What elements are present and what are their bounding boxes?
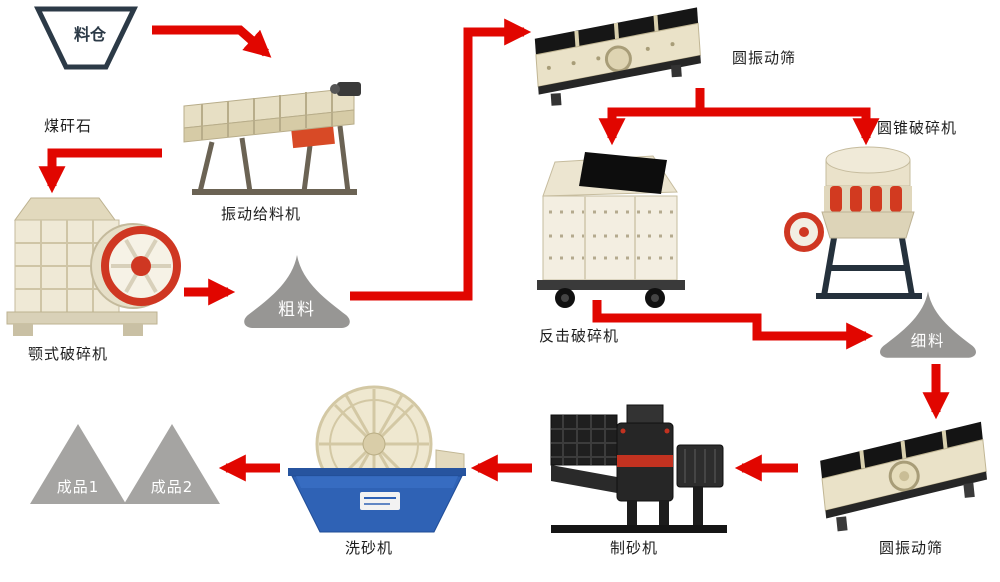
vibrating-screen-bottom-label: 圆振动筛 (879, 539, 944, 557)
impact-crusher-label: 反击破碎机 (539, 327, 620, 345)
product-1-pile-icon: 成品1 (30, 424, 126, 504)
fine-material-label: 细料 (911, 332, 946, 350)
arrow-coarse-material-to-screen-top (350, 18, 532, 301)
fine-material-node: 细料 (878, 288, 978, 362)
cone-crusher-illustration (784, 146, 922, 299)
jaw-crusher-node (3, 190, 181, 345)
sand-maker-illustration (550, 404, 727, 533)
vibrating-screen-bottom-node (816, 418, 994, 532)
arrow-silo-to-feeder (152, 25, 272, 58)
jaw-crusher-label: 颚式破碎机 (28, 345, 109, 363)
impact-crusher-node (527, 140, 695, 312)
vibrating-feeder-label: 振动给料机 (221, 205, 302, 223)
product-2-node: 成品2 (122, 422, 222, 506)
arrow-feeder-to-jaw-crusher (38, 148, 162, 194)
silo-label: 料仓 (74, 25, 107, 44)
coarse-material-label: 粗料 (278, 300, 316, 320)
arrow-screen-top-to-cone-crusher (700, 107, 880, 146)
vibrating-feeder-node (172, 80, 367, 200)
product-2-pile-icon: 成品2 (124, 424, 220, 504)
sand-washer-label: 洗砂机 (345, 539, 394, 557)
sand-maker-label: 制砂机 (610, 539, 659, 557)
coarse-material-pile-icon: 粗料 (244, 255, 350, 328)
fine-material-pile-icon: 细料 (880, 291, 976, 358)
jaw-crusher-illustration (6, 197, 181, 336)
coarse-material-node: 粗料 (242, 253, 352, 331)
vibrating-screen-top-label: 圆振动筛 (732, 49, 797, 67)
cone-crusher-label: 圆锥破碎机 (877, 119, 958, 137)
silo-node: 料仓 (32, 4, 140, 72)
vibrating-screen-top-illustration (534, 7, 701, 106)
product-2-label: 成品2 (151, 478, 194, 496)
impact-crusher-illustration (537, 152, 685, 308)
silo-hopper-icon: 料仓 (34, 6, 138, 70)
sand-maker-node (543, 397, 733, 535)
product-1-label: 成品1 (57, 478, 100, 496)
vibrating-screen-bottom-illustration (820, 421, 988, 532)
cone-crusher-node (784, 140, 936, 305)
raw-material-label: 煤矸石 (44, 117, 93, 135)
product-1-node: 成品1 (28, 422, 128, 506)
vibrating-feeder-illustration (183, 82, 361, 195)
sand-washer-illustration (288, 385, 466, 533)
sand-washer-node (286, 380, 468, 536)
vibrating-screen-top-node (528, 3, 708, 106)
